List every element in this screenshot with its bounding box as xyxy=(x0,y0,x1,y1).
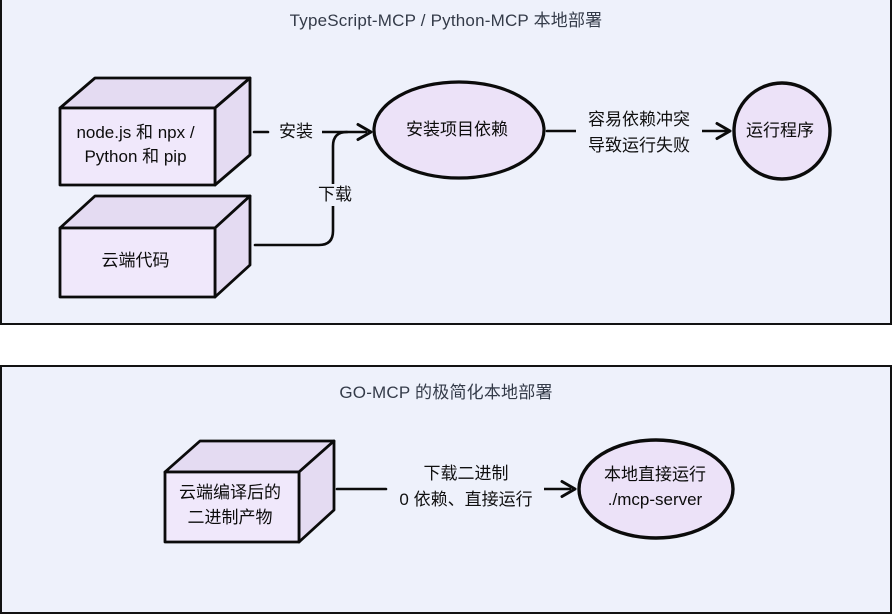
local-run-label: 本地直接运行 ./mcp-server xyxy=(575,438,735,536)
runtime-box-line2: Python 和 pip xyxy=(84,146,187,166)
conflict-line1: 容易依赖冲突 xyxy=(588,110,690,129)
panel-go-mcp: GO-MCP 的极简化本地部署 云端编译后的 二进制产物 本地直接运行 ./mc… xyxy=(0,365,892,614)
binary-box-shape xyxy=(163,439,336,544)
runtime-box-front-face xyxy=(58,106,217,187)
download-edge-label: 下载 xyxy=(311,184,359,206)
conflict-line2: 导致运行失败 xyxy=(588,136,690,155)
cloud-code-box-label: 云端代码 xyxy=(101,250,170,270)
panel-typescript-python-mcp: TypeScript-MCP / Python-MCP 本地部署 node.js… xyxy=(0,0,892,325)
cloud-code-box-front-face xyxy=(58,226,217,299)
binary-box-line2: 二进制产物 xyxy=(187,508,273,527)
conflict-edge-label: 容易依赖冲突 导致运行失败 xyxy=(576,107,702,159)
runtime-box-line1: node.js 和 npx / xyxy=(76,122,195,142)
local-run-ellipse xyxy=(577,438,735,540)
download-edge-line xyxy=(253,130,349,247)
cloud-code-box-shape xyxy=(58,194,252,299)
binary-download-line1: 下载二进制 xyxy=(423,464,509,483)
binary-box-front-face xyxy=(163,470,301,544)
panel2-diagram-canvas xyxy=(163,438,735,544)
binary-box-label: 云端编译后的 二进制产物 xyxy=(163,470,297,540)
panel1-diagram-canvas xyxy=(58,76,832,299)
binary-download-line2: 0 依赖、直接运行 xyxy=(399,490,533,509)
binary-download-arrowhead-icon xyxy=(560,480,577,498)
runtime-box-shape xyxy=(58,76,252,187)
binary-download-edge-label: 下载二进制 0 依赖、直接运行 xyxy=(388,461,544,513)
install-deps-ellipse xyxy=(372,80,546,180)
install-edge-label: 安装 xyxy=(270,121,322,143)
run-program-circle xyxy=(732,81,832,181)
install-arrowhead-icon xyxy=(356,123,373,141)
conflict-arrowhead-icon xyxy=(715,122,732,140)
runtime-box-label: node.js 和 npx / Python 和 pip xyxy=(58,106,213,183)
install-deps-label: 安装项目依赖 xyxy=(406,120,508,139)
local-run-line1: 本地直接运行 xyxy=(604,465,706,484)
panel1-title: TypeScript-MCP / Python-MCP 本地部署 xyxy=(289,11,603,30)
local-run-line2: ./mcp-server xyxy=(607,490,703,509)
panel2-title: GO-MCP 的极简化本地部署 xyxy=(339,383,553,402)
run-program-label: 运行程序 xyxy=(746,121,814,140)
binary-box-line1: 云端编译后的 xyxy=(179,483,281,502)
